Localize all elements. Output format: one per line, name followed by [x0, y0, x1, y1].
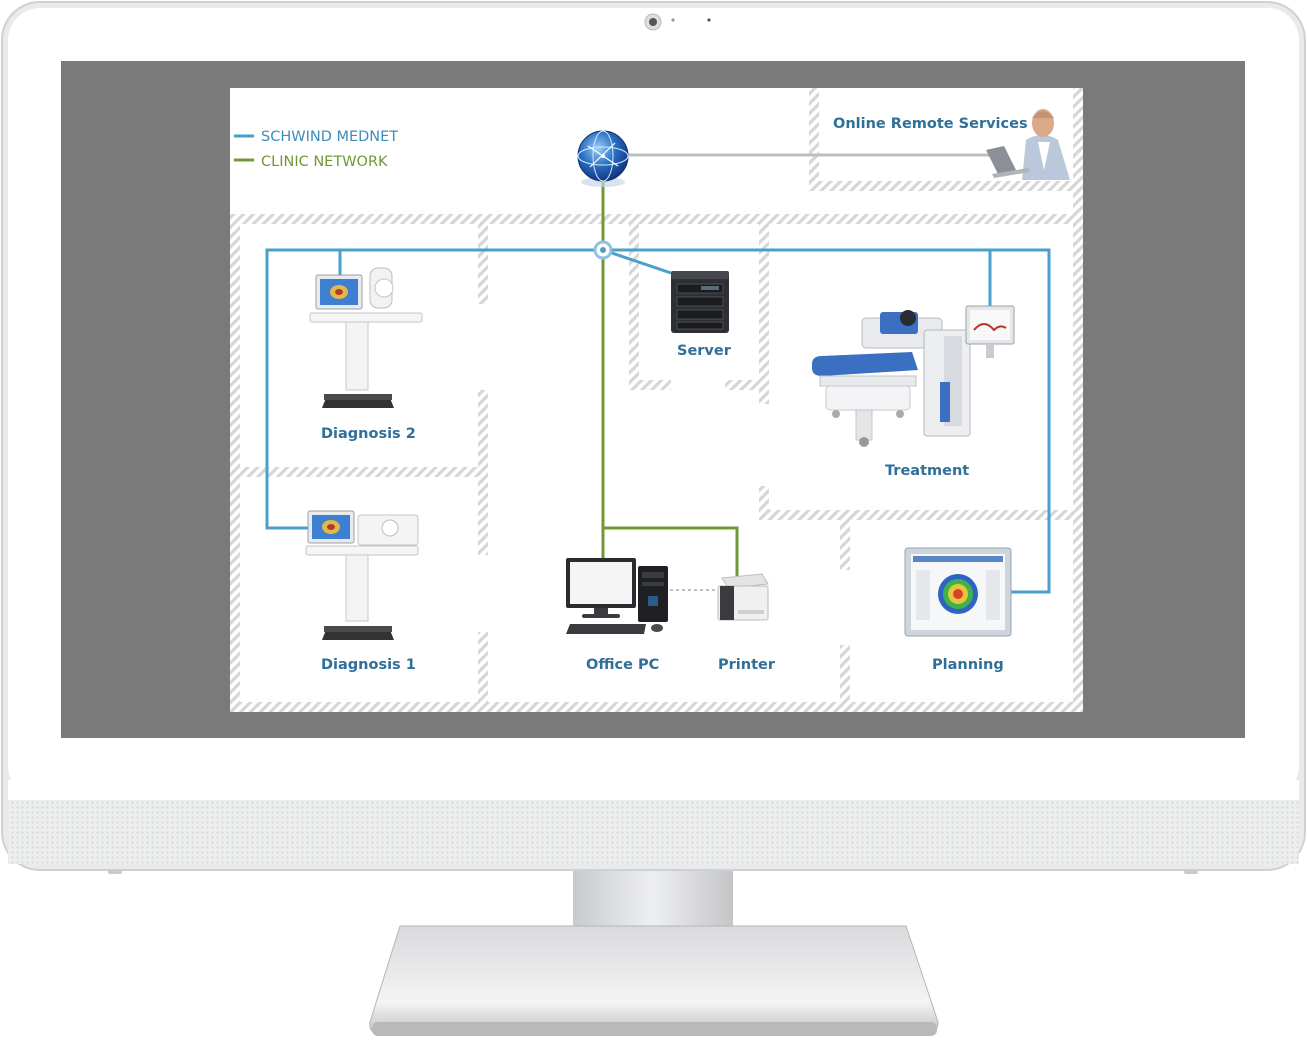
label-diagnosis1: Diagnosis 1	[321, 657, 416, 673]
legend-item-clinic: CLINIC NETWORK	[234, 154, 388, 170]
monitor-stand	[369, 868, 939, 1036]
label-remote: Online Remote Services	[833, 116, 1028, 132]
webcam	[644, 13, 711, 31]
label-planning: Planning	[932, 657, 1004, 673]
label-printer: Printer	[718, 657, 776, 673]
legend-item-mednet: SCHWIND MEDNET	[234, 129, 398, 145]
label-diagnosis2: Diagnosis 2	[321, 426, 416, 442]
floorplan-walls	[230, 88, 1083, 712]
planning-monitor-icon	[904, 547, 1012, 637]
remote-technician-icon	[986, 109, 1072, 180]
treatment-laser-icon	[812, 305, 1015, 447]
printer-icon	[717, 573, 769, 621]
server-icon	[671, 271, 729, 333]
label-office-pc: Office PC	[586, 657, 659, 673]
legend-label-clinic: CLINIC NETWORK	[261, 154, 388, 170]
office-pc-icon	[566, 558, 668, 634]
label-server: Server	[677, 343, 732, 359]
legend-label-mednet: SCHWIND MEDNET	[261, 129, 398, 145]
diagnosis1-device-icon	[305, 510, 419, 640]
internet-globe-icon	[577, 130, 629, 187]
mednet-lines	[265, 248, 1051, 594]
label-treatment: Treatment	[885, 463, 969, 479]
legend: SCHWIND MEDNET CLINIC NETWORK	[234, 129, 398, 170]
network-hub-icon	[593, 240, 613, 260]
diagnosis2-device-icon	[309, 267, 423, 408]
